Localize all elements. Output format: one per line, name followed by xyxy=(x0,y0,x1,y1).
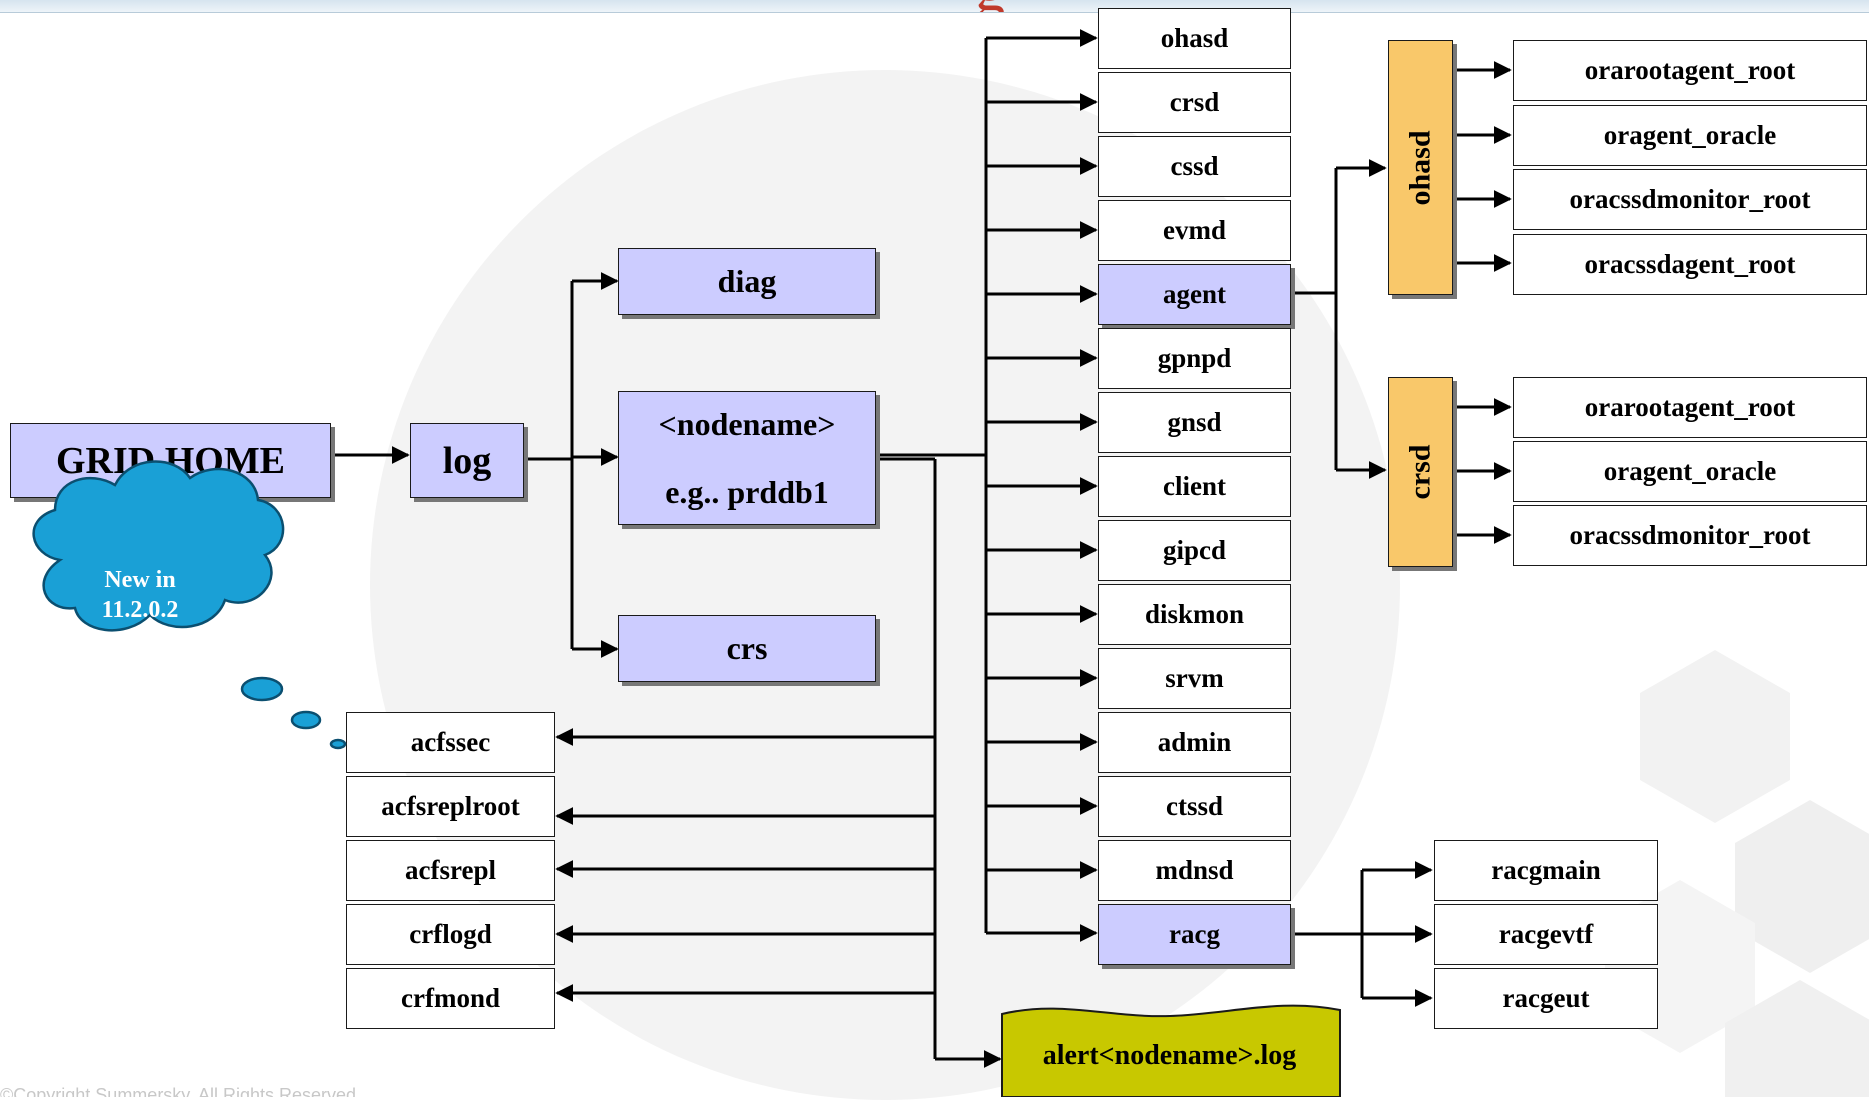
slide-title: g xyxy=(975,0,1055,12)
racg-subdir-racgeut: racgeut xyxy=(1434,968,1658,1029)
daemon-evmd: evmd xyxy=(1098,200,1291,261)
top-bar xyxy=(0,0,1869,13)
racg-subdir-racgevtf: racgevtf xyxy=(1434,904,1658,965)
ohasd-agent-oragent-oracle: oragent_oracle xyxy=(1513,104,1867,166)
log-node: log xyxy=(410,423,524,498)
new-dir-acfsrepl: acfsrepl xyxy=(346,840,555,901)
daemon-gnsd: gnsd xyxy=(1098,392,1291,453)
daemon-admin: admin xyxy=(1098,712,1291,773)
ohasd-agent-oracssdmonitor-root: oracssdmonitor_root xyxy=(1513,169,1867,230)
daemon-ohasd: ohasd xyxy=(1098,8,1291,69)
daemon-ctssd: ctssd xyxy=(1098,776,1291,837)
crs-node: crs xyxy=(618,615,876,682)
callout-line-2: 11.2.0.2 xyxy=(101,597,179,623)
daemon-diskmon: diskmon xyxy=(1098,584,1291,645)
daemon-client: client xyxy=(1098,456,1291,517)
crsd-agent-oracssdmonitor-root: oracssdmonitor_root xyxy=(1513,505,1867,566)
nodename-node: <nodename> e.g.. prddb1 xyxy=(618,391,876,525)
daemon-mdnsd: mdnsd xyxy=(1098,840,1291,901)
diag-node: diag xyxy=(618,248,876,315)
daemon-agent: agent xyxy=(1098,264,1291,325)
alert-log-label: alert<nodename>.log xyxy=(1042,1040,1297,1071)
daemon-crsd: crsd xyxy=(1098,72,1291,133)
new-dir-acfsreplroot: acfsreplroot xyxy=(346,776,555,837)
crsd-group-label: crsd xyxy=(1388,377,1453,567)
crsd-agent-oragent-oracle: oragent_oracle xyxy=(1513,441,1867,502)
nodename-label: <nodename> xyxy=(658,406,836,442)
copyright-text: ©Copyright Summersky. All Rights Reserve… xyxy=(0,1085,362,1097)
daemon-gipcd: gipcd xyxy=(1098,520,1291,581)
nodename-example: e.g.. prddb1 xyxy=(665,474,829,510)
ohasd-group-label: ohasd xyxy=(1388,40,1453,295)
daemon-gpnpd: gpnpd xyxy=(1098,328,1291,389)
new-dir-acfssec: acfssec xyxy=(346,712,555,773)
daemon-racg: racg xyxy=(1098,904,1291,965)
new-dir-crfmond: crfmond xyxy=(346,968,555,1029)
daemon-cssd: cssd xyxy=(1098,136,1291,197)
racg-subdir-racgmain: racgmain xyxy=(1434,840,1658,901)
callout-line-1: New in xyxy=(104,567,176,593)
ohasd-agent-orarootagent-root: orarootagent_root xyxy=(1513,40,1867,101)
daemon-srvm: srvm xyxy=(1098,648,1291,709)
ohasd-agent-oracssdagent-root: oracssdagent_root xyxy=(1513,233,1867,295)
new-dir-crflogd: crflogd xyxy=(346,904,555,965)
callout-text: New in 11.2.0.2 xyxy=(50,565,230,625)
crsd-agent-orarootagent-root: orarootagent_root xyxy=(1513,377,1867,438)
